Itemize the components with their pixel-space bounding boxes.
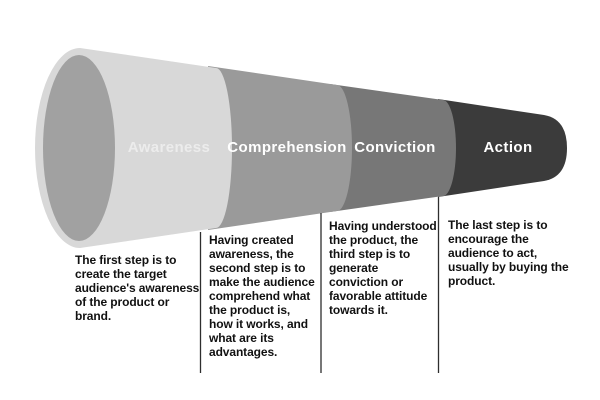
stage-description-conviction: Having understood the product, the third… xyxy=(329,219,437,317)
stage-label-comprehension: Comprehension xyxy=(227,139,346,156)
funnel-stage-action-shape xyxy=(438,99,567,197)
stage-label-action: Action xyxy=(483,139,532,156)
stage-label-awareness: Awareness xyxy=(128,139,211,156)
stage-description-action: The last step is to encourage the audien… xyxy=(448,218,569,288)
stage-description-comprehension: Having created awareness, the second ste… xyxy=(209,233,315,359)
funnel-stage-conviction-shape xyxy=(330,84,456,212)
stage-description-awareness: The first step is to create the target a… xyxy=(75,253,200,323)
megaphone-opening xyxy=(43,55,115,241)
stage-label-conviction: Conviction xyxy=(354,139,436,156)
funnel-stage-comprehension-shape xyxy=(208,66,352,230)
